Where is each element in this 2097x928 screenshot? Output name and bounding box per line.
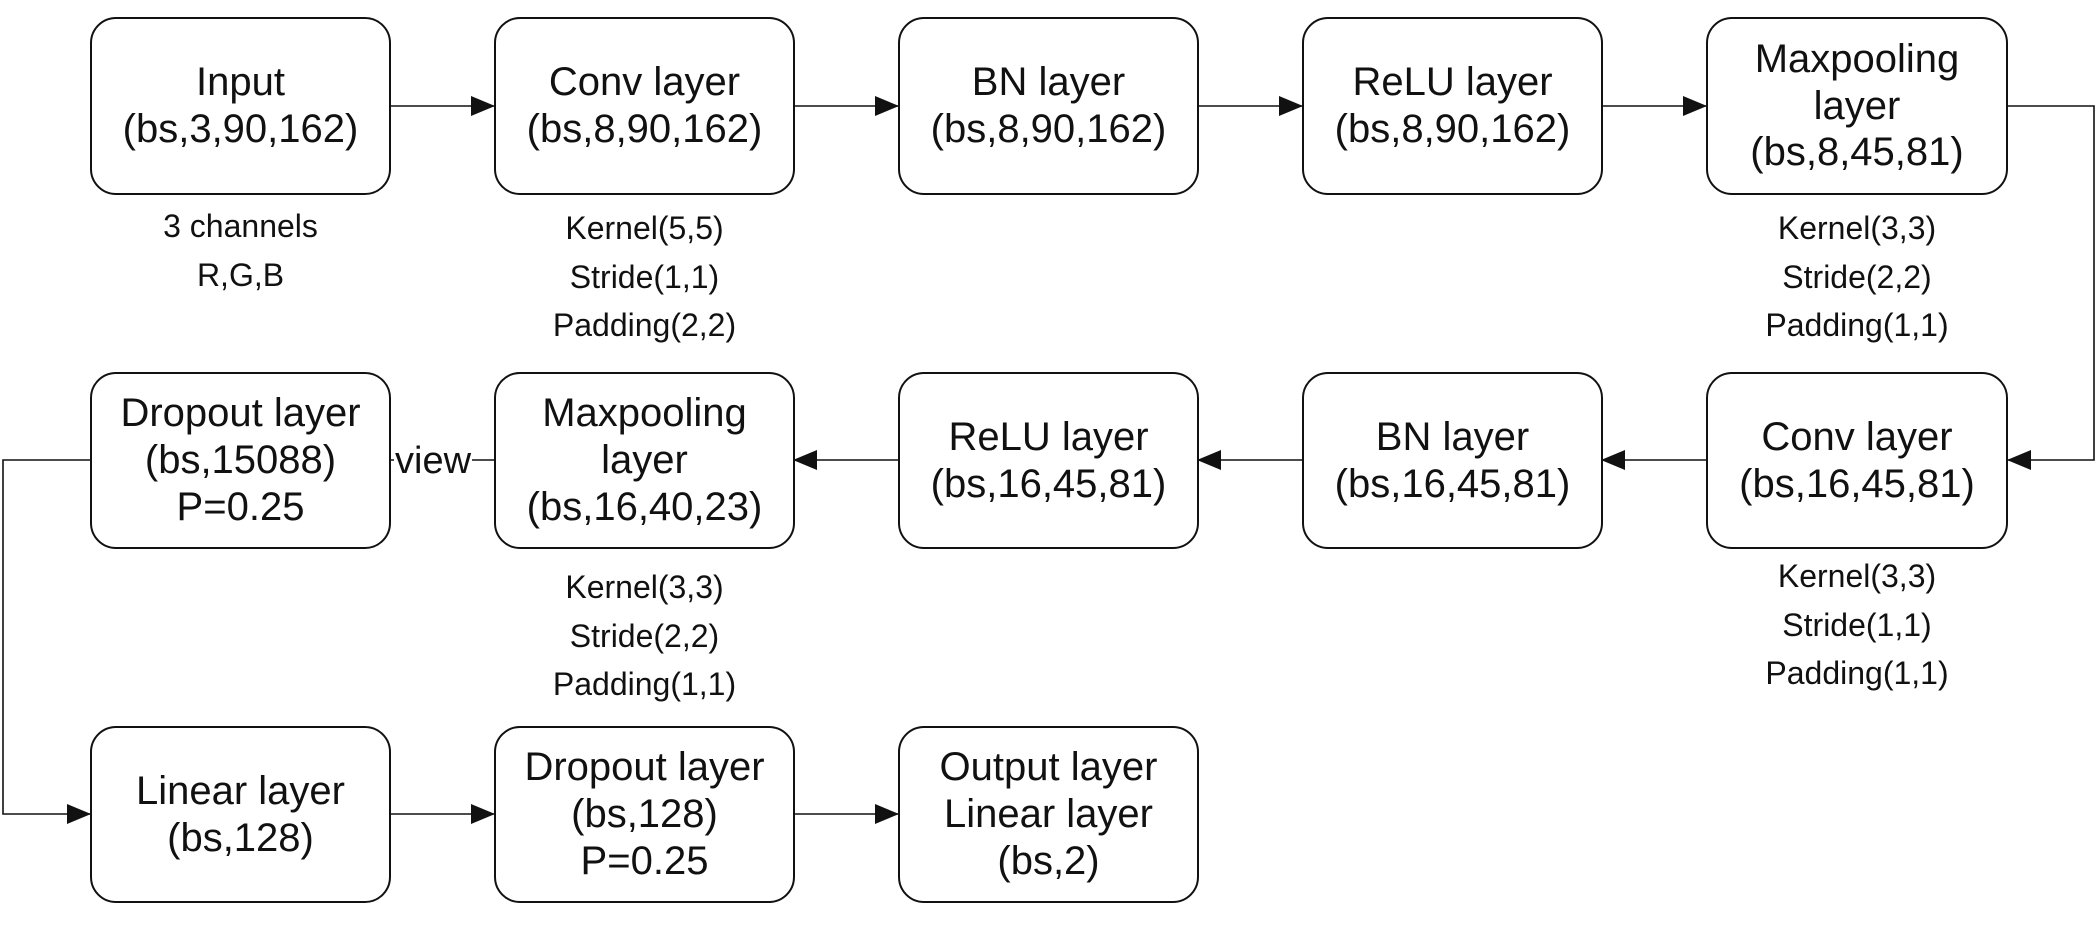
conv2-note: Kernel(3,3) Stride(1,1) Padding(1,1) <box>1706 552 2008 698</box>
pool2-node-title: Maxpooling <box>542 391 747 436</box>
bn2-node: BN layer (bs,16,45,81) <box>1302 372 1603 549</box>
bn1-node-shape: (bs,8,90,162) <box>930 107 1167 151</box>
relu2-node-title: ReLU layer <box>948 414 1149 459</box>
pool2-note: Kernel(3,3) Stride(2,2) Padding(1,1) <box>494 563 795 709</box>
input-node-shape: (bs,3,90,162) <box>122 107 359 151</box>
conv2-node-title: Conv layer <box>1761 414 1953 459</box>
conv2-note-kernel: Kernel(3,3) <box>1777 558 1937 594</box>
pool2-note-kernel: Kernel(3,3) <box>565 569 724 605</box>
input-node-title: Input <box>196 60 285 105</box>
pool2-node-shape: (bs,16,40,23) <box>526 484 763 529</box>
dropout2-node: Dropout layer (bs,128) P=0.25 <box>494 726 795 903</box>
relu2-node-shape: (bs,16,45,81) <box>930 461 1167 506</box>
dropout2-node-probability: P=0.25 <box>580 838 709 883</box>
bn2-node-title: BN layer <box>1375 414 1530 459</box>
linear-node-title: Linear layer <box>135 768 345 813</box>
conv1-note: Kernel(5,5) Stride(1,1) Padding(2,2) <box>494 204 795 350</box>
input-note-rgb: R,G,B <box>196 256 285 293</box>
pool2-node: Maxpooling layer (bs,16,40,23) <box>494 372 795 549</box>
conv1-node: Conv layer (bs,8,90,162) <box>494 17 795 195</box>
conv1-note-stride: Stride(1,1) <box>569 258 720 295</box>
bn1-node-title: BN layer <box>971 60 1126 105</box>
relu1-node-title: ReLU layer <box>1352 60 1553 105</box>
conv1-node-shape: (bs,8,90,162) <box>526 107 763 151</box>
input-note: 3 channels R,G,B <box>90 202 391 299</box>
dropout2-node-title: Dropout layer <box>524 745 765 790</box>
pool1-node-shape: (bs,8,45,81) <box>1750 130 1964 175</box>
pool2-node-subtitle: layer <box>601 438 688 483</box>
dropout1-node-shape: (bs,15088) <box>144 438 337 483</box>
conv2-note-stride: Stride(1,1) <box>1782 606 1932 643</box>
conv2-node-shape: (bs,16,45,81) <box>1739 461 1975 506</box>
pool1-node: Maxpooling layer (bs,8,45,81) <box>1706 17 2008 195</box>
input-node: Input (bs,3,90,162) <box>90 17 391 195</box>
dropout2-node-shape: (bs,128) <box>571 792 718 837</box>
relu1-node-shape: (bs,8,90,162) <box>1334 107 1571 151</box>
view-edge-label: view <box>394 440 473 482</box>
conv1-note-padding: Padding(2,2) <box>552 307 737 344</box>
conv2-node: Conv layer (bs,16,45,81) <box>1706 372 2008 549</box>
conv1-node-title: Conv layer <box>548 60 741 105</box>
pool1-note-stride: Stride(2,2) <box>1782 258 1932 295</box>
dropout1-node-title: Dropout layer <box>120 391 361 436</box>
pool1-note-padding: Padding(1,1) <box>1765 307 1949 344</box>
pool1-node-subtitle: layer <box>1813 83 1901 128</box>
relu1-node: ReLU layer (bs,8,90,162) <box>1302 17 1603 195</box>
output-node-subtitle: Linear layer <box>943 792 1153 837</box>
conv1-note-kernel: Kernel(5,5) <box>565 210 724 246</box>
dropout1-node: Dropout layer (bs,15088) P=0.25 <box>90 372 391 549</box>
output-node: Output layer Linear layer (bs,2) <box>898 726 1199 903</box>
output-node-shape: (bs,2) <box>997 838 1100 883</box>
dropout1-node-probability: P=0.25 <box>176 484 305 529</box>
arrow-pool1-to-conv2 <box>2007 105 2095 470</box>
conv2-note-padding: Padding(1,1) <box>1765 655 1949 692</box>
pool2-note-stride: Stride(2,2) <box>569 617 720 654</box>
pool1-note: Kernel(3,3) Stride(2,2) Padding(1,1) <box>1706 204 2008 350</box>
linear-node: Linear layer (bs,128) <box>90 726 391 903</box>
arrow-dropout1-to-linear <box>2 459 91 824</box>
linear-node-shape: (bs,128) <box>167 815 314 860</box>
pool2-note-padding: Padding(1,1) <box>552 666 737 703</box>
bn1-node: BN layer (bs,8,90,162) <box>898 17 1199 195</box>
bn2-node-shape: (bs,16,45,81) <box>1334 461 1571 506</box>
relu2-node: ReLU layer (bs,16,45,81) <box>898 372 1199 549</box>
pool1-note-kernel: Kernel(3,3) <box>1777 210 1937 246</box>
input-note-channels: 3 channels <box>163 208 318 244</box>
pool1-node-title: Maxpooling <box>1754 36 1960 81</box>
output-node-title: Output layer <box>939 745 1158 790</box>
